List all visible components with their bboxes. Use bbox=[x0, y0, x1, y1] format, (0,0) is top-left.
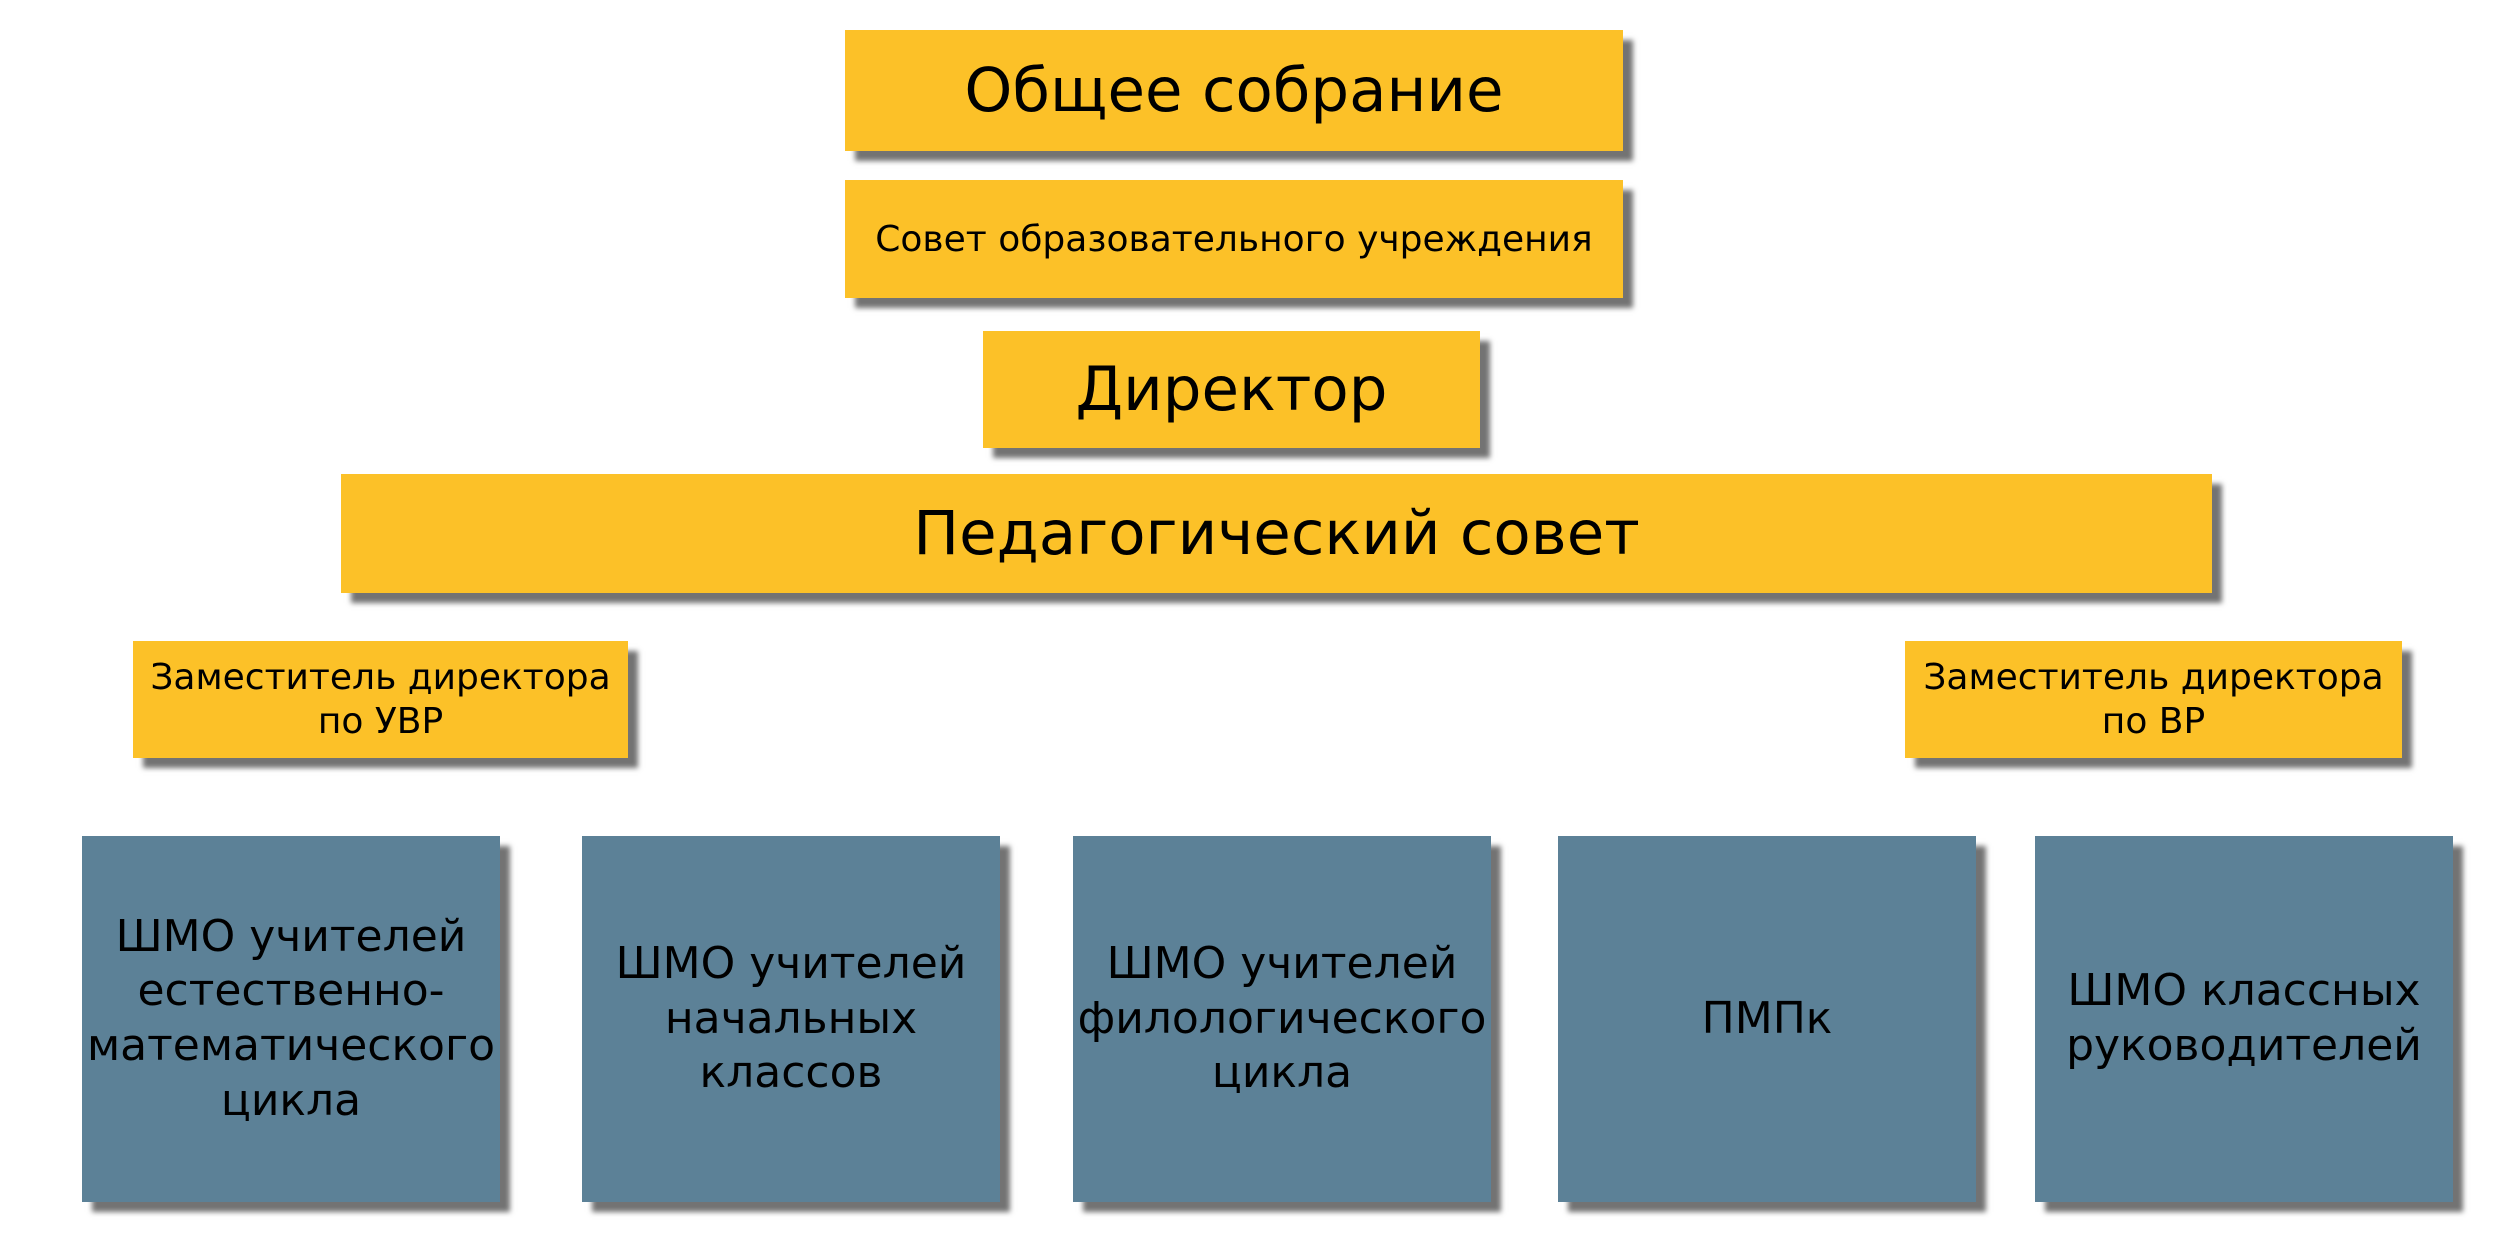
shmo-philology-line-1: ШМО учителей bbox=[1106, 938, 1458, 990]
pmpk-label: ПМПк bbox=[1701, 992, 1833, 1044]
shmo-primary-line-2: начальных bbox=[664, 992, 918, 1044]
deputy-uvr-line-2: по УВР bbox=[317, 700, 444, 742]
general-meeting-label: Общее собрание bbox=[964, 55, 1504, 126]
deputy-uvr-line-1: Заместитель директора bbox=[150, 657, 611, 699]
deputy-vr-line-2: по ВР bbox=[2101, 700, 2206, 742]
shmo-primary-line-3: классов bbox=[699, 1047, 883, 1099]
shmo-class-teachers-line-1: ШМО классных bbox=[2067, 965, 2421, 1017]
shmo-philology-line-2: филологического bbox=[1077, 992, 1487, 1044]
shmo-math-line-1: ШМО учителей bbox=[115, 910, 467, 962]
shmo-class-teachers-line-2: руководителей bbox=[2066, 1020, 2422, 1071]
shmo-math-line-3: математического bbox=[86, 1020, 496, 1071]
deputy-vr-box: Заместитель директора по ВР bbox=[1905, 641, 2402, 758]
shmo-philology-box: ШМО учителей филологического цикла bbox=[1073, 836, 1491, 1202]
deputy-uvr-box: Заместитель директора по УВР bbox=[133, 641, 628, 758]
shmo-primary-box: ШМО учителей начальных классов bbox=[582, 836, 1000, 1202]
deputy-vr-line-1: Заместитель директора bbox=[1923, 657, 2384, 699]
shmo-math-line-4: цикла bbox=[220, 1074, 362, 1126]
shmo-class-teachers-box: ШМО классных руководителей bbox=[2035, 836, 2453, 1202]
shmo-philology-line-3: цикла bbox=[1211, 1047, 1353, 1099]
pedagogical-council-box: Педагогический совет bbox=[341, 474, 2212, 593]
director-label: Директор bbox=[1075, 354, 1388, 425]
shmo-math-line-2: естественно- bbox=[137, 965, 445, 1017]
council-label: Совет образовательного учреждения bbox=[875, 218, 1593, 260]
council-box: Совет образовательного учреждения bbox=[845, 180, 1623, 298]
shmo-math-box: ШМО учителей естественно- математическог… bbox=[82, 836, 500, 1202]
pmpk-box: ПМПк bbox=[1558, 836, 1976, 1202]
director-box: Директор bbox=[983, 331, 1480, 448]
pedagogical-council-label: Педагогический совет bbox=[913, 498, 1640, 569]
general-meeting-box: Общее собрание bbox=[845, 30, 1623, 151]
shmo-primary-line-1: ШМО учителей bbox=[615, 938, 967, 990]
